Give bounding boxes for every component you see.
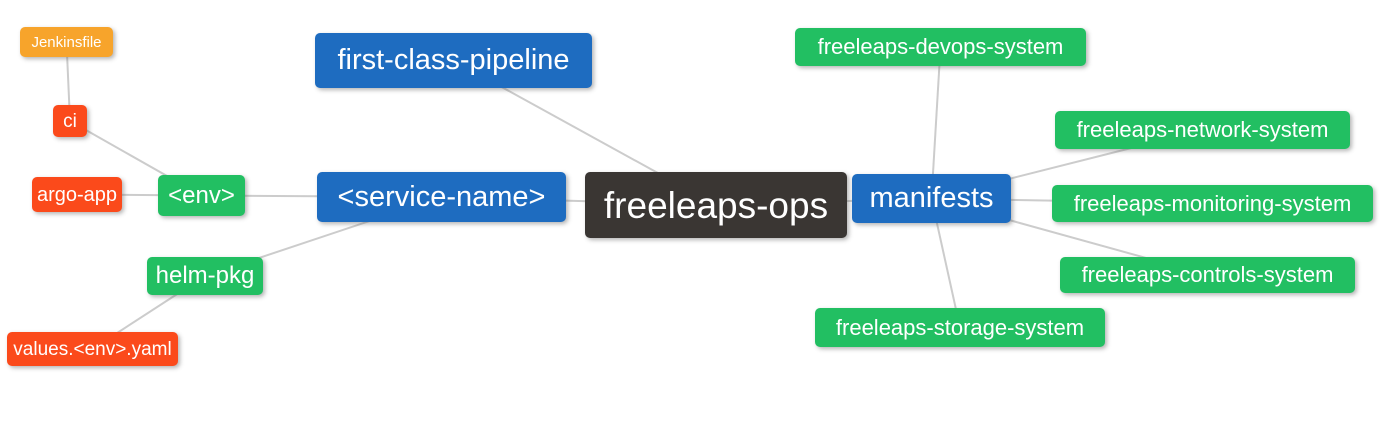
node-manifests[interactable]: manifests bbox=[852, 174, 1011, 223]
node-helm-pkg[interactable]: helm-pkg bbox=[147, 257, 263, 295]
node-storage-system[interactable]: freeleaps-storage-system bbox=[815, 308, 1105, 347]
node-argo-app[interactable]: argo-app bbox=[32, 177, 122, 212]
node-controls-system[interactable]: freeleaps-controls-system bbox=[1060, 257, 1355, 293]
node-ci[interactable]: ci bbox=[53, 105, 87, 137]
node-values-env-yaml[interactable]: values.<env>.yaml bbox=[7, 332, 178, 366]
node-network-system[interactable]: freeleaps-network-system bbox=[1055, 111, 1350, 149]
node-env[interactable]: <env> bbox=[158, 175, 245, 216]
node-first-class-pipeline[interactable]: first-class-pipeline bbox=[315, 33, 592, 88]
edge-manifests--devops-system bbox=[930, 46, 942, 199]
node-devops-system[interactable]: freeleaps-devops-system bbox=[795, 28, 1086, 66]
node-service-name[interactable]: <service-name> bbox=[317, 172, 566, 222]
node-monitoring-system[interactable]: freeleaps-monitoring-system bbox=[1052, 185, 1373, 222]
node-jenkinsfile[interactable]: Jenkinsfile bbox=[20, 27, 113, 57]
node-freeleaps-ops[interactable]: freeleaps-ops bbox=[585, 172, 847, 238]
